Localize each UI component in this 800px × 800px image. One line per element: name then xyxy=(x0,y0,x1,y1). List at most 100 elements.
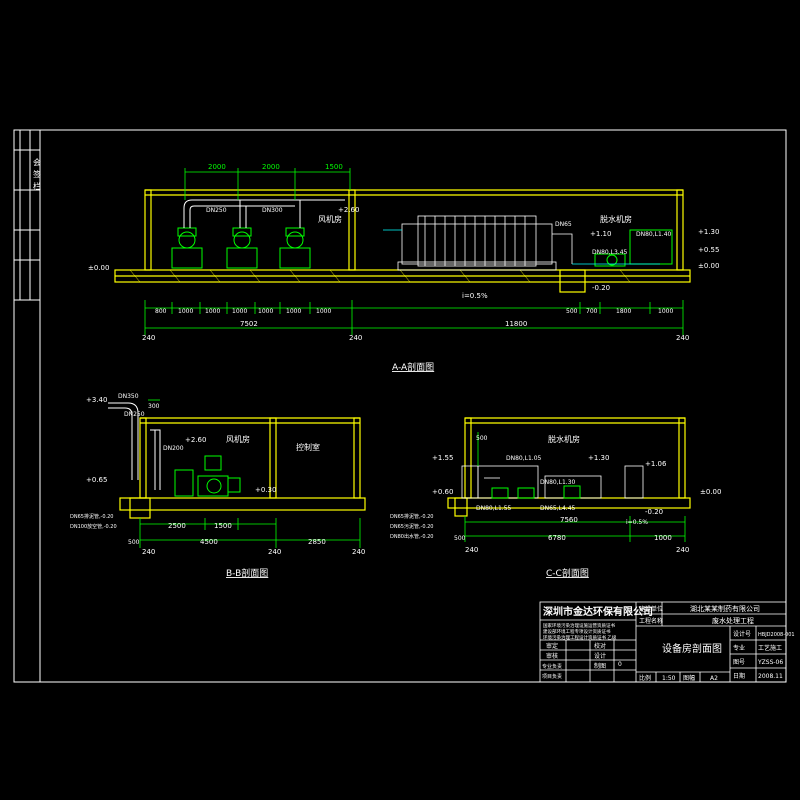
dim-label: 1000 xyxy=(654,534,672,542)
side-strip-label: 栏 xyxy=(33,181,41,191)
info-label: 日期 xyxy=(733,672,745,680)
drawing-title: 设备房剖面图 xyxy=(662,642,722,655)
dim-label: 500 xyxy=(454,535,466,542)
sheet-frame xyxy=(13,129,787,683)
wall-dim: 240 xyxy=(676,334,689,342)
top-dim: 2000 xyxy=(208,163,226,171)
filter-press xyxy=(397,215,573,271)
top-dim: 2000 xyxy=(262,163,280,171)
pipe-label: DN80,L1.40 xyxy=(636,231,672,238)
cert-line: 国家环境污染治理设施运营资质证书 xyxy=(543,622,615,629)
pipe-label: DN300 xyxy=(262,207,283,214)
pipe-label: DN350 xyxy=(118,393,139,400)
revision-value: 0 xyxy=(618,661,622,668)
section-title: A-A剖面图 xyxy=(392,361,434,373)
elevation-label: +2.60 xyxy=(185,436,206,444)
title-block-grid xyxy=(539,601,787,683)
section-bb-pipes xyxy=(108,402,161,490)
title-block: 深圳市金达环保有限公司 国家环境污染治理设施运营资质证书 建设部环境工程专项设计… xyxy=(539,601,795,683)
elevation-label: +1.10 xyxy=(590,230,611,238)
project-name: 废水处理工程 xyxy=(712,616,754,625)
section-aa-walls xyxy=(114,189,691,293)
dim-label: 300 xyxy=(148,403,160,410)
elevation-label: -0.20 xyxy=(592,284,610,292)
bottom-dim: 1000 xyxy=(178,308,193,315)
bottom-dim: 800 xyxy=(155,308,167,315)
bottom-dim: 700 xyxy=(586,308,598,315)
dim-label: 2850 xyxy=(308,538,326,546)
section-bb-blower xyxy=(174,455,241,497)
info-label: 图号 xyxy=(733,659,745,666)
wall-dim: 240 xyxy=(142,548,155,556)
elevation-label: +0.65 xyxy=(86,476,107,484)
info-label: 专业 xyxy=(733,644,745,652)
info-value: 工艺施工 xyxy=(758,644,782,652)
dim-label: 2500 xyxy=(168,522,186,530)
total-dim: 11800 xyxy=(505,320,527,328)
section-aa-text: 2000 2000 1500 ±0.00 +1.30 +0.55 ±0.00 +… xyxy=(88,163,719,373)
side-strip-label: 签 xyxy=(33,169,41,179)
bottom-dim: 500 xyxy=(566,308,578,315)
note-label: DN65排泥管,-0.20 xyxy=(70,513,113,520)
info-value: HBJD2008-001 xyxy=(758,632,795,638)
section-aa-floor-hatch xyxy=(129,269,631,283)
size-label: 图幅 xyxy=(683,674,695,682)
scale-label: 比例 xyxy=(639,674,651,682)
pipe-label: DN65,L4.45 xyxy=(540,505,576,512)
role-label: 专业负责 xyxy=(542,663,562,670)
role-label: 校对 xyxy=(594,642,606,650)
section-bb: +3.40 +2.60 +0.65 +0.30 DN350 DN250 DN20… xyxy=(70,393,366,579)
elevation-label: +1.55 xyxy=(432,454,453,462)
cert-line: 建设部环境工程专项设计资质证书 xyxy=(543,628,611,635)
note-label: DN80出水管,-0.20 xyxy=(390,533,433,540)
side-strip-label: 会 xyxy=(33,157,41,167)
elevation-label: +3.40 xyxy=(86,396,107,404)
side-strip-labels: 会 签 栏 xyxy=(33,157,41,191)
dim-label: 500 xyxy=(476,435,488,442)
pipe-label: DN80,L1.55 xyxy=(476,505,512,512)
room-label: 风机房 xyxy=(318,214,342,224)
project-label: 工程名称 xyxy=(639,617,663,625)
pipe-label: DN80,L3.45 xyxy=(592,249,628,256)
total-dim: 7502 xyxy=(240,320,258,328)
role-label: 设计 xyxy=(594,652,606,660)
client-name: 湖北某某制药有限公司 xyxy=(690,604,760,613)
dim-label: 6780 xyxy=(548,534,566,542)
role-label: 审核 xyxy=(546,652,558,660)
wall-dim: 240 xyxy=(142,334,155,342)
section-cc-pumps xyxy=(491,485,581,499)
note-label: DN100放空管,-0.20 xyxy=(70,523,117,530)
pipe-label: DN65 xyxy=(555,221,572,228)
elevation-label: +1.30 xyxy=(698,228,719,236)
dim-label: 4500 xyxy=(200,538,218,546)
pipe-label: DN200 xyxy=(163,445,184,452)
info-label: 设计号 xyxy=(733,630,751,638)
dim-label: 1500 xyxy=(214,522,232,530)
pipe-label: DN80,L1.05 xyxy=(506,455,542,462)
section-cc-dim-lines xyxy=(464,432,686,542)
room-label: 风机房 xyxy=(226,434,250,444)
note-label: DN65污泥管,-0.20 xyxy=(390,523,433,530)
dim-label: 7560 xyxy=(560,516,578,524)
bottom-dim: 1800 xyxy=(616,308,631,315)
role-label: 项目负责 xyxy=(542,673,562,680)
room-label: 脱水机房 xyxy=(548,434,580,444)
pipe-label: DN250 xyxy=(124,411,145,418)
bottom-dim: 1000 xyxy=(286,308,301,315)
pipe-label: DN250 xyxy=(206,207,227,214)
elevation-label: +0.60 xyxy=(432,488,453,496)
info-value: YZSS-06 xyxy=(757,659,783,666)
elevation-label: ±0.00 xyxy=(698,262,719,270)
wall-dim: 240 xyxy=(465,546,478,554)
wall-dim: 240 xyxy=(268,548,281,556)
section-title: C-C剖面图 xyxy=(546,567,589,579)
bottom-dim: 1000 xyxy=(232,308,247,315)
elevation-label: -0.20 xyxy=(645,508,663,516)
section-aa-dim-lines xyxy=(144,168,684,335)
top-dim: 1500 xyxy=(325,163,343,171)
role-label: 审定 xyxy=(546,642,558,650)
info-value: 2008.11 xyxy=(758,673,783,680)
section-aa: 2000 2000 1500 ±0.00 +1.30 +0.55 ±0.00 +… xyxy=(88,163,719,373)
